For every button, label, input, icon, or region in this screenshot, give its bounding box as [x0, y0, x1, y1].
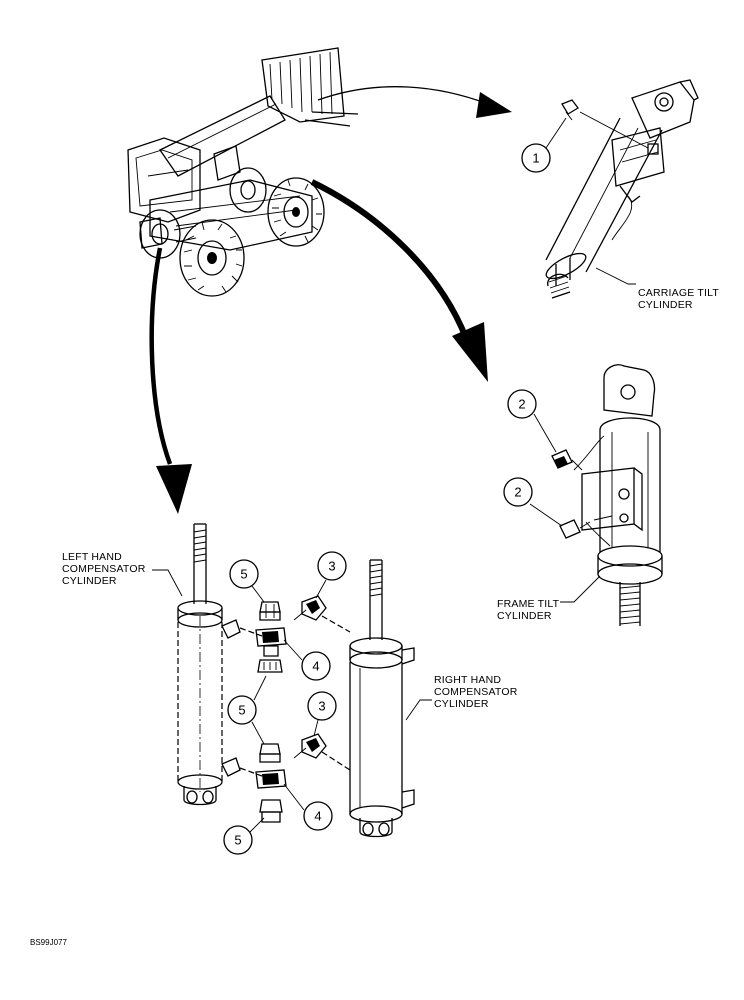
callout-number: 1 — [532, 151, 539, 166]
carriage-tilt-cylinder — [545, 79, 699, 299]
callout-2-upper: 2 — [507, 389, 537, 419]
fittings-upper — [255, 595, 351, 673]
pointer-arrow-icon — [310, 179, 488, 382]
label-carriage-tilt-cylinder: CARRIAGE TILT CYLINDER — [595, 267, 719, 311]
svg-text:CYLINDER: CYLINDER — [638, 299, 693, 311]
svg-text:CYLINDER: CYLINDER — [62, 575, 117, 587]
svg-text:COMPENSATOR: COMPENSATOR — [434, 686, 518, 698]
svg-text:CARRIAGE TILT: CARRIAGE TILT — [638, 287, 719, 299]
svg-text:LEFT HAND: LEFT HAND — [62, 551, 122, 563]
callout-5-lower: 5 — [223, 817, 265, 855]
callout-number: 2 — [518, 397, 525, 412]
callout-number: 5 — [234, 833, 241, 848]
callout-number: 3 — [318, 699, 325, 714]
svg-text:RIGHT HAND: RIGHT HAND — [434, 674, 501, 686]
label-right-hand-compensator-cylinder: RIGHT HAND COMPENSATOR CYLINDER — [434, 674, 518, 710]
svg-text:CYLINDER: CYLINDER — [497, 610, 552, 622]
callout-2-lower: 2 — [503, 477, 533, 507]
callout-number: 3 — [328, 559, 335, 574]
callout-5-upper: 5 — [229, 559, 265, 603]
svg-text:CYLINDER: CYLINDER — [434, 698, 489, 710]
right-hand-compensator-cylinder — [349, 559, 432, 838]
pointer-arrow-icon — [149, 247, 192, 514]
pointer-arrow-icon — [317, 86, 512, 118]
svg-text:FRAME TILT: FRAME TILT — [497, 598, 560, 610]
left-hand-compensator-cylinder — [152, 523, 263, 806]
callout-number: 4 — [312, 659, 319, 674]
callout-4-lower: 4 — [283, 783, 333, 831]
telehandler-icon — [127, 47, 359, 297]
label-frame-tilt-cylinder: FRAME TILT CYLINDER — [497, 575, 601, 622]
callout-number: 4 — [314, 809, 321, 824]
frame-tilt-cylinder — [529, 364, 663, 626]
callout-number: 5 — [240, 567, 247, 582]
label-left-hand-compensator-cylinder: LEFT HAND COMPENSATOR CYLINDER — [62, 551, 146, 587]
callout-5-middle: 5 — [227, 675, 267, 745]
callout-3-upper: 3 — [315, 551, 347, 599]
drawing-code: BS99J077 — [30, 938, 67, 947]
callout-number: 2 — [514, 485, 521, 500]
callout-4-upper: 4 — [283, 639, 331, 681]
callout-1: 1 — [521, 143, 551, 173]
callout-3-lower: 3 — [307, 691, 337, 737]
svg-text:COMPENSATOR: COMPENSATOR — [62, 563, 146, 575]
callout-number: 5 — [238, 703, 245, 718]
